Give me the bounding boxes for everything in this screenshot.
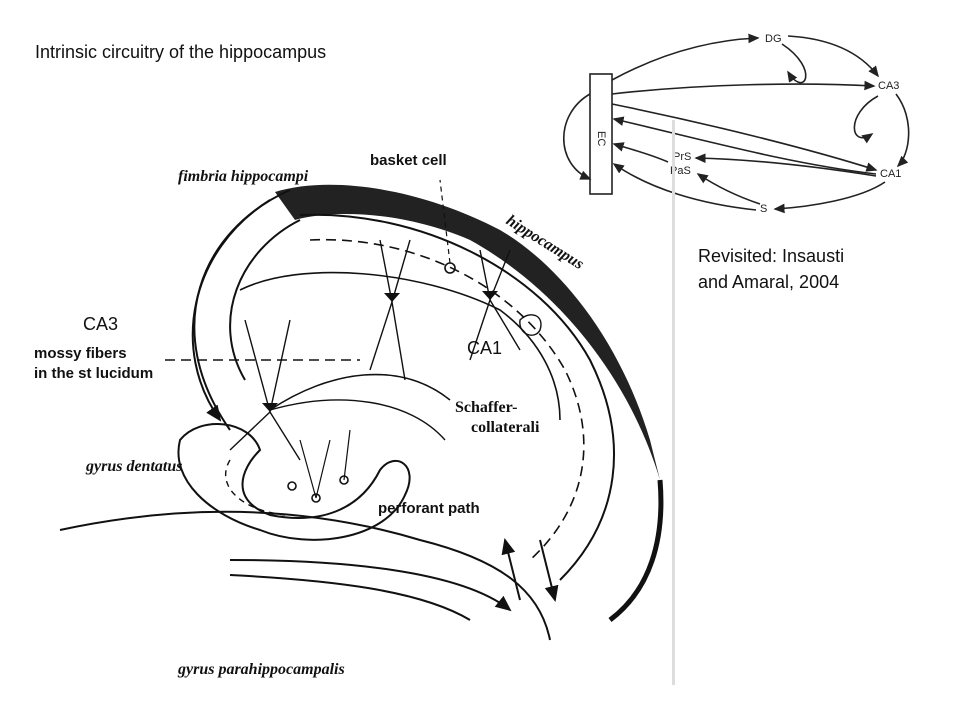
gyrus-parahippocampalis-label: gyrus parahippocampalis [178,661,345,678]
outer-arc-1 [193,189,291,431]
parahippocampal-arc-1 [59,510,551,641]
dg-loop [781,43,807,84]
hippocampus-illustration [59,120,675,685]
ca1-node-label: CA1 [880,168,901,180]
citation-text: Revisited: Insausti and Amaral, 2004 [698,243,938,295]
gyrus-dentatus-label: gyrus dentatus [86,458,183,475]
prs-label: PrS [673,151,691,163]
alveus-arc-inner [309,238,585,561]
dg-to-ca3-arrow [787,35,879,78]
outer-arc-3 [229,219,301,381]
pas-label: PaS [670,165,691,177]
schaffer-collateral-2 [269,399,446,441]
ca3-loop [853,95,879,144]
ca1-to-prs-arrow [694,153,877,177]
ca1-pyramidal-neuron-1 [369,239,411,381]
perforant-path-label: perforant path [378,500,480,517]
pas-to-ec-arrow [612,142,669,163]
ca3-pyramidal-neuron [229,319,301,461]
citation-line-2: and Amaral, 2004 [698,272,840,292]
s-label: S [760,203,767,215]
ec-to-ca1-arrow [611,103,878,172]
granule-cell-neurons [287,429,351,503]
interneuron-blob [519,314,542,336]
pyramidal-layer [239,271,561,421]
fimbria-label: fimbria hippocampi [178,168,309,185]
parahippocampal-arc-2 [229,559,512,612]
perforant-arrow-down [539,539,559,602]
parahippocampal-arc-3 [229,574,471,621]
alveus-arc [299,213,615,581]
ca3-to-ca1-arrow [895,93,910,168]
mossy-fibers-line-1: mossy fibers [34,345,127,362]
hippocampus-outer-band [608,479,664,622]
s-to-pas-arrow [696,173,761,205]
perforant-arrow-up [501,538,521,601]
ec-to-dg-arrow [611,33,760,81]
ca3-node-label: CA3 [878,80,899,92]
dg-label: DG [765,33,782,45]
mossy-fibers-label: mossy fibers in the st lucidum [34,344,153,384]
schaffer-label: Schaffer- collaterali [455,398,539,438]
ec-to-ca3-arrow [611,80,876,95]
ca3-label: CA3 [83,314,119,334]
basket-cell-neuron [439,179,456,274]
ca1-to-s-arrow [773,181,886,214]
basket-cell-label: basket cell [370,152,447,169]
mossy-fibers-line-2: in the st lucidum [34,365,154,382]
outer-arc-2 [191,199,271,422]
photo-edge [672,120,675,685]
ec-label: EC [595,131,607,146]
schaffer-collateral-1 [269,373,451,411]
ec-feedback-loop [562,93,592,180]
schaffer-line-1: Schaffer- [455,399,518,416]
schaffer-line-2: collaterali [471,419,540,436]
page-title: Intrinsic circuitry of the hippocampus [35,42,327,62]
s-to-ec-arrow [612,163,757,211]
citation-line-1: Revisited: Insausti [698,246,845,266]
ca1-to-ec-arrow [612,116,877,175]
ca1-label: CA1 [467,338,503,358]
ca1-pyramidal-neuron-2 [469,249,521,361]
dentate-gyrus-outline [177,423,411,541]
ec-box [589,73,613,195]
circuit-schematic: EC DG CA3 CA1 PrS PaS S [562,33,910,215]
